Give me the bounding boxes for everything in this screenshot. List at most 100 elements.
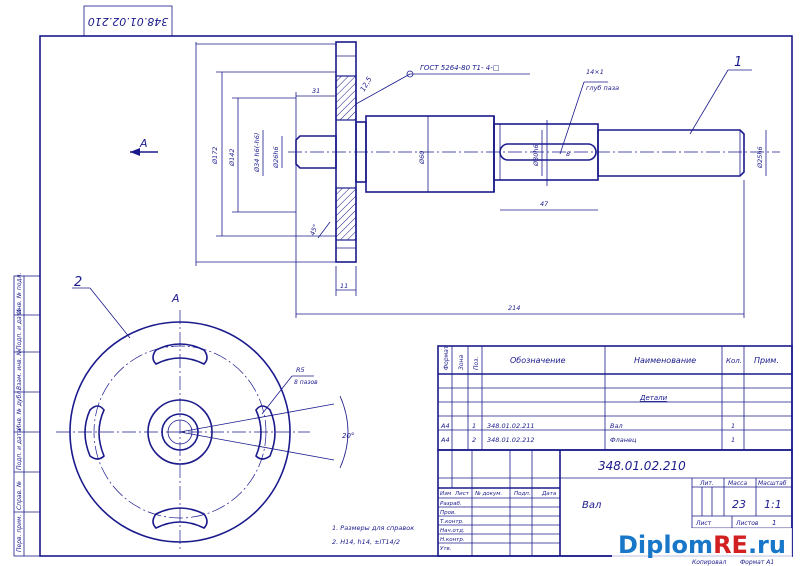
spec-header: Поз. bbox=[473, 357, 480, 370]
spec-table: Формат Зона Поз. Обозначение Наименовани… bbox=[437, 345, 793, 451]
slot-bottom bbox=[152, 507, 208, 529]
slot-note-1: R5 bbox=[296, 366, 305, 374]
watermark: DiplomRE.ru bbox=[612, 528, 792, 559]
slot-note-2: 8 пазов bbox=[294, 379, 318, 386]
part-callout-2: 2 bbox=[74, 275, 82, 290]
spec-cell: 2 bbox=[472, 436, 476, 444]
view-arrow-label: A bbox=[139, 137, 148, 150]
mass-value: 23 bbox=[732, 498, 746, 511]
lit-label: Лит. bbox=[699, 480, 714, 487]
spec-cell: А4 bbox=[440, 436, 450, 444]
tb-role: Н.контр. bbox=[440, 537, 465, 543]
spec-header: Кол. bbox=[726, 357, 742, 365]
tb-role: Утв. bbox=[440, 546, 452, 552]
slot-right bbox=[255, 405, 276, 460]
angle-arc bbox=[339, 395, 349, 469]
spec-cell: 1 bbox=[472, 422, 476, 430]
tb-role: Пров. bbox=[440, 510, 456, 516]
dim-end-dia: Ø25h6 bbox=[756, 146, 764, 169]
flange-hatch-top bbox=[335, 75, 357, 121]
scale-value: 1:1 bbox=[764, 498, 782, 511]
shaft-view: A 1 ГОСТ 5264-80 Т1- 4-□ 12,5 14×1 глуб … bbox=[130, 41, 780, 318]
tb-role: Разраб. bbox=[440, 501, 462, 507]
tb-role: Т.контр. bbox=[440, 519, 464, 525]
spec-cell: 348.01.02.211 bbox=[487, 422, 535, 430]
view-label: A bbox=[171, 292, 180, 305]
dim-key-length: 47 bbox=[540, 200, 549, 208]
tb-header: Лист bbox=[454, 491, 470, 497]
tb-header: Подп. bbox=[514, 491, 531, 497]
mass-label: Масса bbox=[728, 480, 747, 487]
angle-label: 20° bbox=[342, 432, 354, 440]
tb-header: Изм bbox=[440, 491, 451, 497]
spec-cell: 1 bbox=[731, 436, 735, 444]
left-strip: Инв. № подл. Подп. и дата Взам. инв. № И… bbox=[13, 273, 41, 557]
hub-outer bbox=[147, 399, 213, 465]
spec-header: Наименование bbox=[634, 356, 696, 365]
keyway-note-1: 14×1 bbox=[586, 68, 604, 76]
scale-label: Масштаб bbox=[758, 480, 787, 487]
dim-key-width: 8 bbox=[566, 150, 570, 158]
slot-top bbox=[152, 343, 208, 365]
shaft-end bbox=[597, 129, 745, 177]
dim-body: Ø60 bbox=[418, 151, 426, 165]
footer-format: Формат А1 bbox=[740, 559, 774, 566]
sheets-label: Листов bbox=[735, 520, 759, 527]
dim-flange-dia: Ø172 bbox=[211, 146, 219, 165]
watermark-text: DiplomRE.ru bbox=[618, 531, 786, 559]
technical-notes: 1. Размеры для справок 2. Н14, h14, ±IT1… bbox=[332, 524, 414, 546]
strip-label: Инв. № дубл. bbox=[16, 389, 23, 430]
dim-spigot: Ø34 h6(-h6) bbox=[253, 133, 261, 173]
sheet-label: Лист bbox=[695, 520, 712, 527]
dim-step: 31 bbox=[312, 87, 320, 95]
spec-cell: Вал bbox=[610, 422, 623, 430]
dim-total-length: 214 bbox=[508, 304, 520, 312]
dim-key-dia: Ø30h6 bbox=[532, 144, 540, 167]
strip-label: Подп. и дата bbox=[16, 429, 23, 470]
dim-journal: Ø26h6 bbox=[272, 146, 280, 169]
spec-cell: 348.01.02.212 bbox=[487, 436, 535, 444]
note-1: 1. Размеры для справок bbox=[332, 524, 414, 532]
spec-cell: Фланец bbox=[610, 436, 637, 444]
footer-copied: Копировал bbox=[692, 559, 726, 566]
strip-label: Взам. инв. № bbox=[16, 349, 23, 390]
sheets-value: 1 bbox=[772, 519, 776, 527]
spec-header: Обозначение bbox=[510, 356, 566, 365]
doc-number: 348.01.02.210 bbox=[598, 459, 686, 473]
flange-hatch-bottom bbox=[335, 187, 357, 241]
keyway-note-2: глуб паза bbox=[586, 84, 619, 92]
slot-left bbox=[84, 405, 105, 460]
bolt-circle bbox=[93, 345, 267, 519]
spec-header: Зона bbox=[458, 355, 465, 370]
spec-cell: А4 bbox=[440, 422, 450, 430]
sheet-frame: 348.01.02.210 bbox=[39, 5, 793, 557]
dim-flange-width: 11 bbox=[340, 282, 348, 290]
doc-title: Вал bbox=[582, 500, 602, 511]
strip-label: Справ. № bbox=[16, 481, 23, 510]
gost-note: ГОСТ 5264-80 Т1- 4-□ bbox=[420, 64, 499, 72]
part-callout-1: 1 bbox=[734, 55, 742, 70]
keyway-slot bbox=[499, 143, 597, 161]
hub-inner bbox=[161, 413, 199, 451]
table-row: А4 2 348.01.02.212 Фланец 1 bbox=[440, 436, 735, 444]
dim-bolt-circle: Ø142 bbox=[228, 148, 236, 167]
spec-cell: 1 bbox=[731, 422, 735, 430]
flange-outer bbox=[69, 321, 291, 543]
note-2: 2. Н14, h14, ±IT14/2 bbox=[332, 538, 400, 546]
tb-header: Дата bbox=[541, 491, 557, 497]
flange-view: A 2 20° R5 8 пазов bbox=[56, 275, 354, 552]
spec-header: Формат bbox=[443, 345, 450, 370]
strip-label: Перв. прим. bbox=[16, 514, 23, 552]
tb-header: № докум. bbox=[474, 491, 502, 497]
shaft-body bbox=[365, 115, 495, 193]
strip-label: Подп. и дата bbox=[16, 309, 23, 350]
strip-label: Инв. № подл. bbox=[16, 273, 23, 314]
spec-section: Детали bbox=[639, 394, 668, 402]
spec-header: Прим. bbox=[754, 356, 779, 365]
chamfer-dim: 45° bbox=[308, 223, 319, 237]
surface-mark: 12,5 bbox=[359, 75, 374, 93]
code-stamp: 348.01.02.210 bbox=[88, 15, 168, 28]
table-row: А4 1 348.01.02.211 Вал 1 bbox=[440, 422, 735, 430]
tb-role: Нач.отд. bbox=[440, 528, 465, 534]
